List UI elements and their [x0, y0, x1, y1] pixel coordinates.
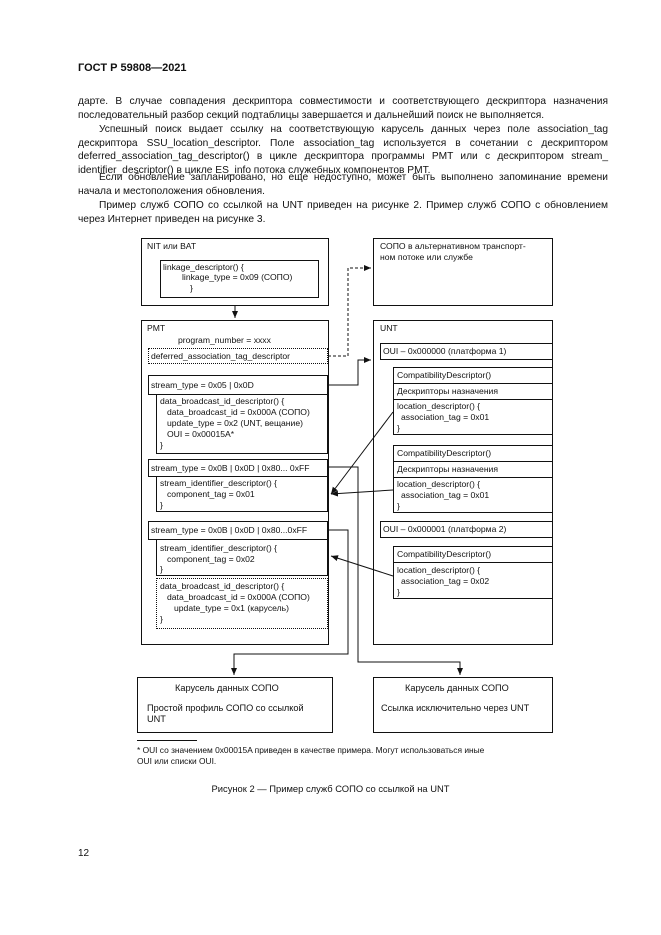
carousel-unt-title: Карусель данных СОПО: [405, 683, 509, 693]
sid3-line: }: [160, 564, 163, 574]
linkage-line: }: [190, 283, 193, 293]
stream1-label: stream_type = 0x05 | 0x0D: [151, 380, 254, 390]
linkage-line: linkage_descriptor() {: [163, 262, 244, 272]
alt-line: СОПО в альтернативном транспорт-: [380, 241, 526, 251]
nit-title: NIT или BAT: [147, 241, 197, 251]
carousel-simple-title: Карусель данных СОПО: [175, 683, 279, 693]
target-label: Дескрипторы назначения: [397, 464, 499, 474]
alt-line: ном потоке или службе: [380, 252, 473, 262]
carousel-simple-body: UNT: [147, 714, 166, 724]
dbid3-line: data_broadcast_id = 0x000A (СОПО): [167, 592, 310, 602]
oui1-box: [380, 343, 553, 360]
alt-stream-box: [373, 238, 553, 306]
paragraph: Успешный поиск выдает ссылку на соответс…: [78, 124, 608, 176]
loc3-line: association_tag = 0x02: [401, 576, 490, 586]
unt-title: UNT: [380, 323, 398, 333]
sid2-line: component_tag = 0x01: [167, 489, 255, 499]
loc2-line: }: [397, 501, 400, 511]
loc2-line: location_descriptor() {: [397, 479, 481, 489]
oui1-label: OUI – 0x000000 (платформа 1): [383, 346, 507, 356]
carousel-simple-box: [137, 677, 333, 733]
program-number: program_number = xxxx: [178, 335, 271, 345]
sid3-line: stream_identifier_descriptor() {: [160, 543, 278, 553]
dbid3-line: data_broadcast_id_descriptor() {: [160, 581, 285, 591]
loc2-line: association_tag = 0x01: [401, 490, 490, 500]
stream3-label: stream_type = 0x0B | 0x0D | 0x80...0xFF: [151, 525, 308, 535]
deferred-box: [148, 348, 328, 364]
compat-label: CompatibilityDescriptor(): [397, 448, 492, 458]
document-header: ГОСТ Р 59808—2021: [78, 62, 187, 74]
loc2-box: [393, 477, 553, 513]
dbid3-line: update_type = 0x1 (карусель): [174, 603, 289, 613]
page-number: 12: [78, 848, 90, 859]
dbid1-box: [156, 394, 328, 454]
dbid3-line: }: [160, 614, 163, 624]
footnote-line: OUI или списки OUI.: [137, 756, 217, 766]
sid3-box: [156, 539, 328, 576]
loc1-box: [393, 399, 553, 435]
dbid3-box: [156, 578, 328, 629]
carousel-unt-box: [373, 677, 553, 733]
dbid1-line: OUI = 0x00015A*: [167, 429, 235, 439]
loc3-line: }: [397, 587, 400, 597]
carousel-unt-body: Ссылка исключительно через UNT: [381, 703, 530, 713]
linkage-descriptor-box: [160, 260, 319, 298]
paragraph: Пример служб СОПО со ссылкой на UNT прив…: [78, 200, 608, 225]
oui2-label: OUI – 0x000001 (платформа 2): [383, 524, 507, 534]
paragraph: Если обновление запланировано, но еще не…: [78, 172, 608, 197]
sid2-line: stream_identifier_descriptor() {: [160, 478, 278, 488]
target-label: Дескрипторы назначения: [397, 386, 499, 396]
dbid1-line: data_broadcast_id_descriptor() {: [160, 396, 285, 406]
pmt-title: PMT: [147, 323, 166, 333]
oui2-box: [380, 521, 553, 538]
stream2-label: stream_type = 0x0B | 0x0D | 0x80... 0xFF: [151, 463, 310, 473]
footnote-line: * OUI со значением 0x00015A приведен в к…: [137, 745, 485, 755]
sid2-line: }: [160, 500, 163, 510]
compat-label: CompatibilityDescriptor(): [397, 370, 492, 380]
dbid1-line: data_broadcast_id = 0x000A (СОПО): [167, 407, 310, 417]
loc1-line: location_descriptor() {: [397, 401, 481, 411]
carousel-simple-body: Простой профиль СОПО со ссылкой: [147, 703, 304, 713]
dbid1-line: }: [160, 440, 163, 450]
linkage-line: linkage_type = 0x09 (СОПО): [182, 272, 293, 282]
loc1-line: association_tag = 0x01: [401, 412, 490, 422]
dbid1-line: update_type = 0x2 (UNT, вещание): [167, 418, 303, 428]
deferred-label: deferred_association_tag_descriptor: [151, 351, 291, 361]
loc1-line: }: [397, 423, 400, 433]
paragraph: дарте. В случае совпадения дескриптора с…: [78, 96, 608, 121]
sid2-box: [156, 476, 328, 512]
compat-label: CompatibilityDescriptor(): [397, 549, 492, 559]
loc3-line: location_descriptor() {: [397, 565, 481, 575]
loc3-box: [393, 562, 553, 599]
sid3-line: component_tag = 0x02: [167, 554, 255, 564]
footnote-rule: [137, 740, 197, 741]
figure-caption: Рисунок 2 — Пример служб СОПО со ссылкой…: [211, 783, 450, 794]
